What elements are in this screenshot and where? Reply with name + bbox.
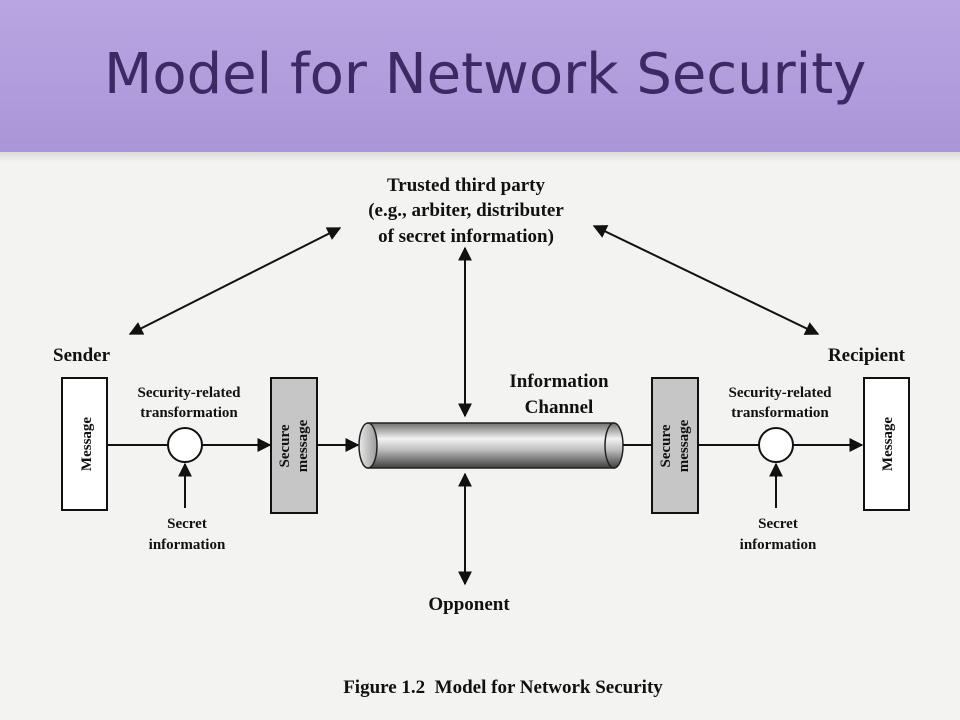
arrow-trusted-to-recipient (592, 225, 820, 335)
right-secure-text-1: Secure (658, 424, 674, 467)
right-transformation-line-1: Security-related (728, 385, 832, 401)
channel-label-line-2: Channel (525, 397, 594, 418)
trusted-party-line-2: (e.g., arbiter, distributer (368, 200, 564, 221)
left-secret-line-2: information (149, 537, 226, 553)
trusted-party-line-1: Trusted third party (387, 175, 545, 196)
title-banner-shadow (0, 152, 960, 162)
figure-caption: Figure 1.2 Model for Network Security (343, 677, 663, 698)
left-secret-line-1: Secret (167, 516, 207, 532)
right-message-text: Message (880, 417, 896, 471)
title-banner (0, 0, 960, 152)
right-secret-line-2: information (740, 537, 817, 553)
left-secure-text-2: message (295, 419, 311, 472)
left-transformation-circle (167, 427, 203, 463)
left-transformation-line-1: Security-related (137, 385, 241, 401)
right-secret-line-1: Secret (758, 516, 798, 532)
trusted-party-line-3: of secret information) (378, 226, 554, 247)
right-transformation-circle (758, 427, 794, 463)
left-transformation-line-2: transformation (140, 405, 238, 421)
information-channel-cylinder (358, 422, 624, 469)
right-secure-text-2: message (676, 419, 692, 472)
opponent-label: Opponent (428, 594, 510, 615)
arrow-trusted-to-sender (128, 227, 342, 335)
right-secure-message-box (651, 377, 699, 514)
left-message-box (61, 377, 108, 511)
right-message-box (863, 377, 910, 511)
slide-title: Model for Network Security (104, 42, 867, 107)
recipient-label: Recipient (828, 345, 906, 366)
channel-label-line-1: Information (509, 371, 609, 392)
sender-label: Sender (53, 345, 111, 366)
left-secure-text-1: Secure (277, 424, 293, 467)
right-transformation-line-2: transformation (731, 405, 829, 421)
left-message-text: Message (79, 417, 95, 471)
